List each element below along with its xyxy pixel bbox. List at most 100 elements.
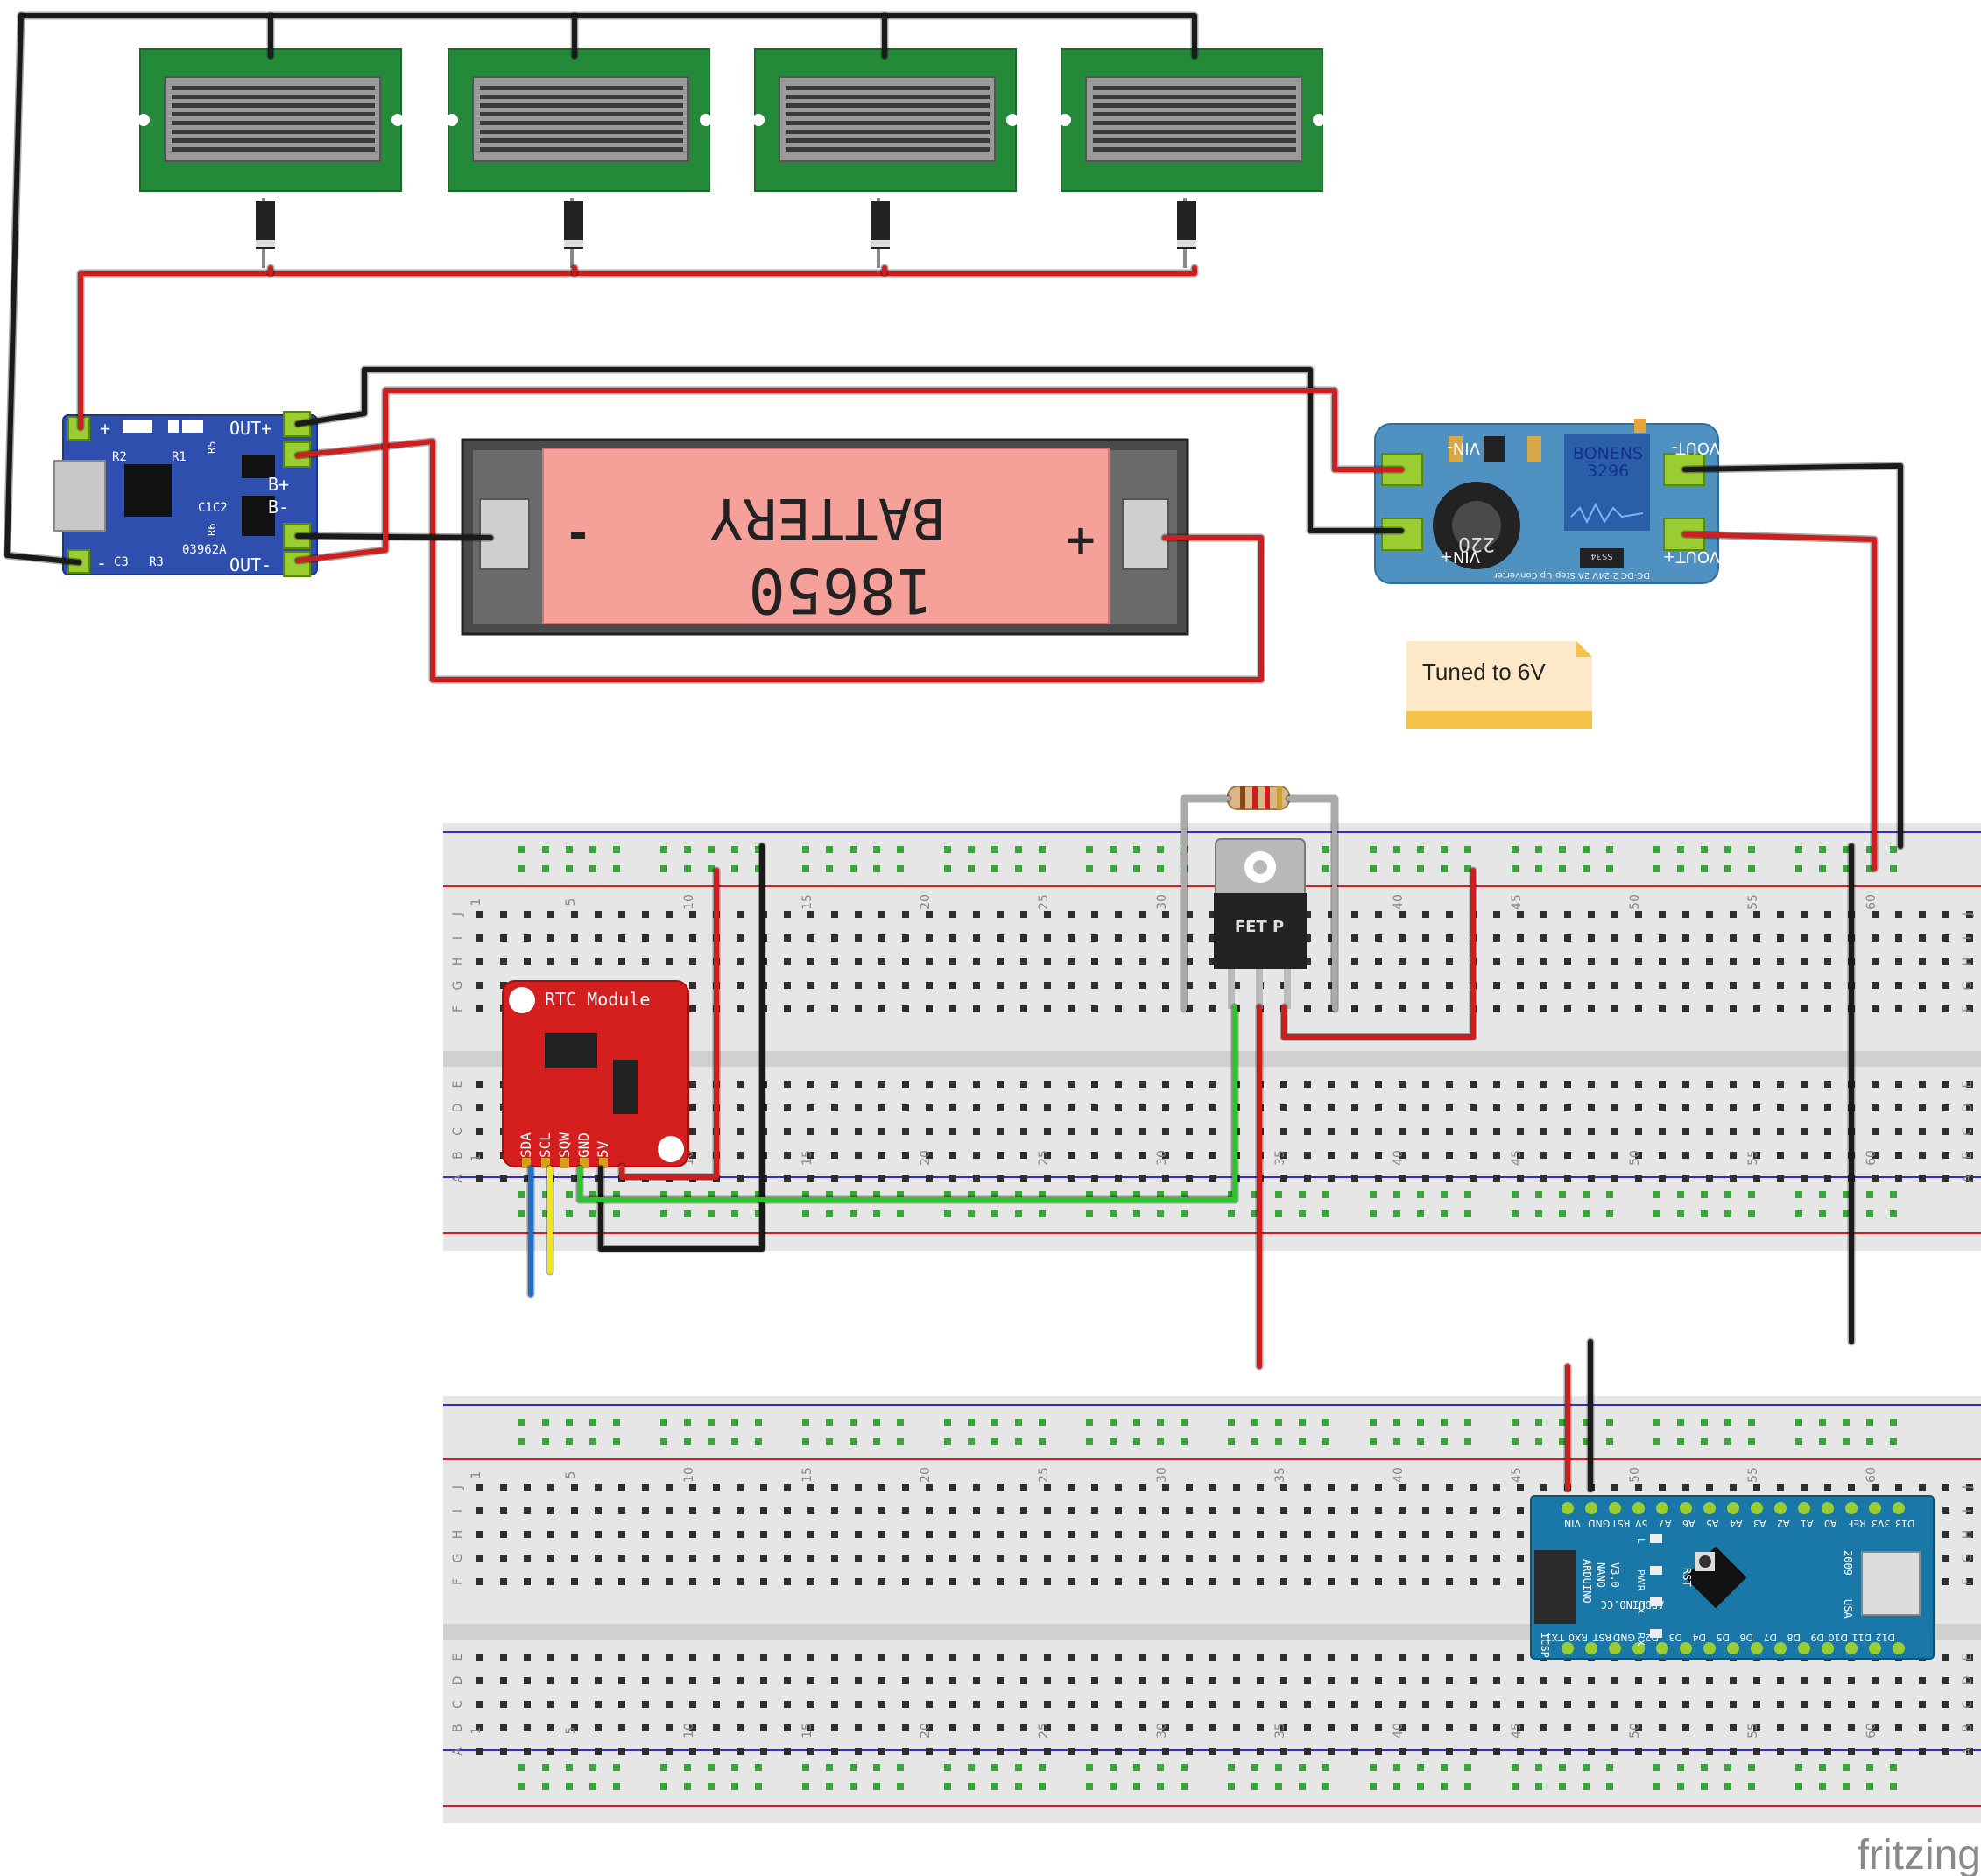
row-letter: F: [451, 1005, 465, 1012]
diode: [256, 198, 275, 268]
column-number: 10: [682, 1467, 696, 1483]
battery-minus-sign: -: [568, 507, 588, 560]
nano-bottom-pin-label: D12: [1876, 1632, 1895, 1643]
column-number: 55: [1746, 894, 1760, 910]
column-number: 45: [1510, 1467, 1524, 1483]
column-number: 30: [1155, 1150, 1169, 1166]
battery-terminal-plus: [1122, 498, 1169, 570]
column-number: 20: [919, 1150, 933, 1166]
row-letter: A: [451, 1747, 465, 1756]
nano-silk-label: ARDUINO.CC: [1601, 1598, 1664, 1611]
nano-top-pin-label: 5V: [1635, 1518, 1648, 1529]
row-letter: F: [1961, 1005, 1975, 1012]
column-number: 50: [1628, 1150, 1642, 1166]
column-number: 25: [1037, 1150, 1051, 1166]
nano-top-pin-label: VIN: [1564, 1518, 1581, 1529]
column-number: 60: [1865, 1467, 1879, 1483]
nano-bottom-pin-label: D8: [1787, 1632, 1801, 1643]
charger-pin-b-plus: B+: [268, 474, 289, 495]
column-number: 20: [919, 1723, 933, 1738]
charger-pin-out-plus: OUT+: [229, 418, 271, 439]
column-number: 5: [564, 899, 578, 906]
nano-bottom-pin-label: D4: [1693, 1632, 1706, 1643]
row-letter: G: [451, 981, 465, 991]
nano-top-pin-label: RST: [1611, 1518, 1631, 1529]
row-letter: B: [1961, 1151, 1975, 1160]
column-number: 40: [1392, 1723, 1406, 1738]
wire: [295, 439, 1264, 682]
row-letter: H: [451, 1530, 465, 1540]
mosfet-label: FET P: [1235, 918, 1284, 936]
column-number: 40: [1392, 1150, 1406, 1166]
row-letter: G: [1961, 981, 1975, 991]
boost-pin-vout-plus: VOUT+: [1663, 547, 1720, 566]
row-letter: J: [451, 913, 465, 917]
solar-panel: [1059, 48, 1325, 192]
nano-bottom-pin-label: D11: [1852, 1632, 1872, 1643]
charger-silk-r2: R2: [112, 450, 127, 464]
column-number: 15: [800, 1723, 814, 1738]
column-number: 35: [1273, 1723, 1287, 1738]
boost-caption: DC-DC 2-24V 2A Step-Up Converter: [1493, 570, 1650, 580]
wire: [577, 1005, 1237, 1202]
column-number: 15: [800, 1150, 814, 1166]
charger-pin-b-minus: B-: [268, 497, 289, 518]
row-letter: A: [1961, 1747, 1975, 1756]
nano-usb-port: [1861, 1551, 1921, 1616]
row-letter: E: [1961, 1654, 1975, 1661]
row-letter: G: [1961, 1554, 1975, 1563]
wire: [1682, 463, 1903, 849]
diode: [871, 198, 890, 268]
row-letter: D: [451, 1104, 465, 1113]
nano-led-label: L: [1635, 1538, 1646, 1544]
wire: [78, 265, 1197, 430]
mosfet: FET P: [1214, 838, 1307, 1009]
column-number: 25: [1037, 1467, 1051, 1483]
row-letter: I: [1961, 936, 1975, 940]
column-number: 50: [1628, 1467, 1642, 1483]
nano-top-pin-label: A3: [1753, 1518, 1766, 1529]
fritzing-logo: fritzing: [1858, 1832, 1981, 1876]
column-number: 35: [1273, 1150, 1287, 1166]
rtc-pin-label: SDA: [518, 1132, 534, 1158]
row-letter: H: [1961, 957, 1975, 967]
nano-bottom-pin-label: GND: [1613, 1632, 1635, 1643]
row-letter: A: [451, 1174, 465, 1183]
column-number: 5: [564, 1471, 578, 1479]
charger-silk-r6: R6: [206, 524, 218, 536]
column-number: 20: [919, 1467, 933, 1483]
charger-protection-ic: [242, 496, 275, 536]
column-number: 55: [1746, 1723, 1760, 1738]
row-letter: D: [1961, 1104, 1975, 1113]
wire: [295, 388, 1404, 563]
nano-silk-label: NANO: [1595, 1562, 1607, 1588]
nano-led-label: PWR: [1635, 1569, 1646, 1592]
boost-pin-vout-minus: VOUT-: [1672, 439, 1720, 457]
nano-top-pin-label: 3V3: [1872, 1518, 1891, 1529]
boost-pin-vin-minus: VIN-: [1447, 439, 1480, 457]
nano-top-pin-label: D13: [1895, 1518, 1914, 1529]
battery-cell: [542, 448, 1110, 624]
rtc-title: RTC Module: [545, 989, 650, 1010]
column-number: 50: [1628, 1723, 1642, 1738]
wire: [1281, 868, 1476, 1040]
column-number: 5: [564, 1727, 578, 1735]
nano-icsp-header: [1534, 1550, 1576, 1624]
nano-top-pin-label: A7: [1659, 1518, 1672, 1529]
column-number: 55: [1746, 1467, 1760, 1483]
diode: [564, 198, 583, 268]
nano-silk-label: RST: [1681, 1568, 1693, 1587]
nano-bottom-pin-label: D10: [1829, 1632, 1848, 1643]
column-number: 45: [1510, 894, 1524, 910]
row-letter: H: [1961, 1530, 1975, 1540]
nano-bottom-pin-label: D6: [1740, 1632, 1753, 1643]
nano-top-pin-label: GND: [1588, 1518, 1610, 1529]
nano-top-pin-label: A4: [1730, 1518, 1743, 1529]
wire: [4, 13, 81, 565]
row-letter: I: [451, 1509, 465, 1513]
column-number: 10: [682, 894, 696, 910]
nano-bottom-pin-label: RX0: [1569, 1632, 1588, 1643]
row-letter: I: [451, 936, 465, 940]
nano-top-pin-label: A5: [1706, 1518, 1719, 1529]
wire: [295, 367, 1404, 533]
